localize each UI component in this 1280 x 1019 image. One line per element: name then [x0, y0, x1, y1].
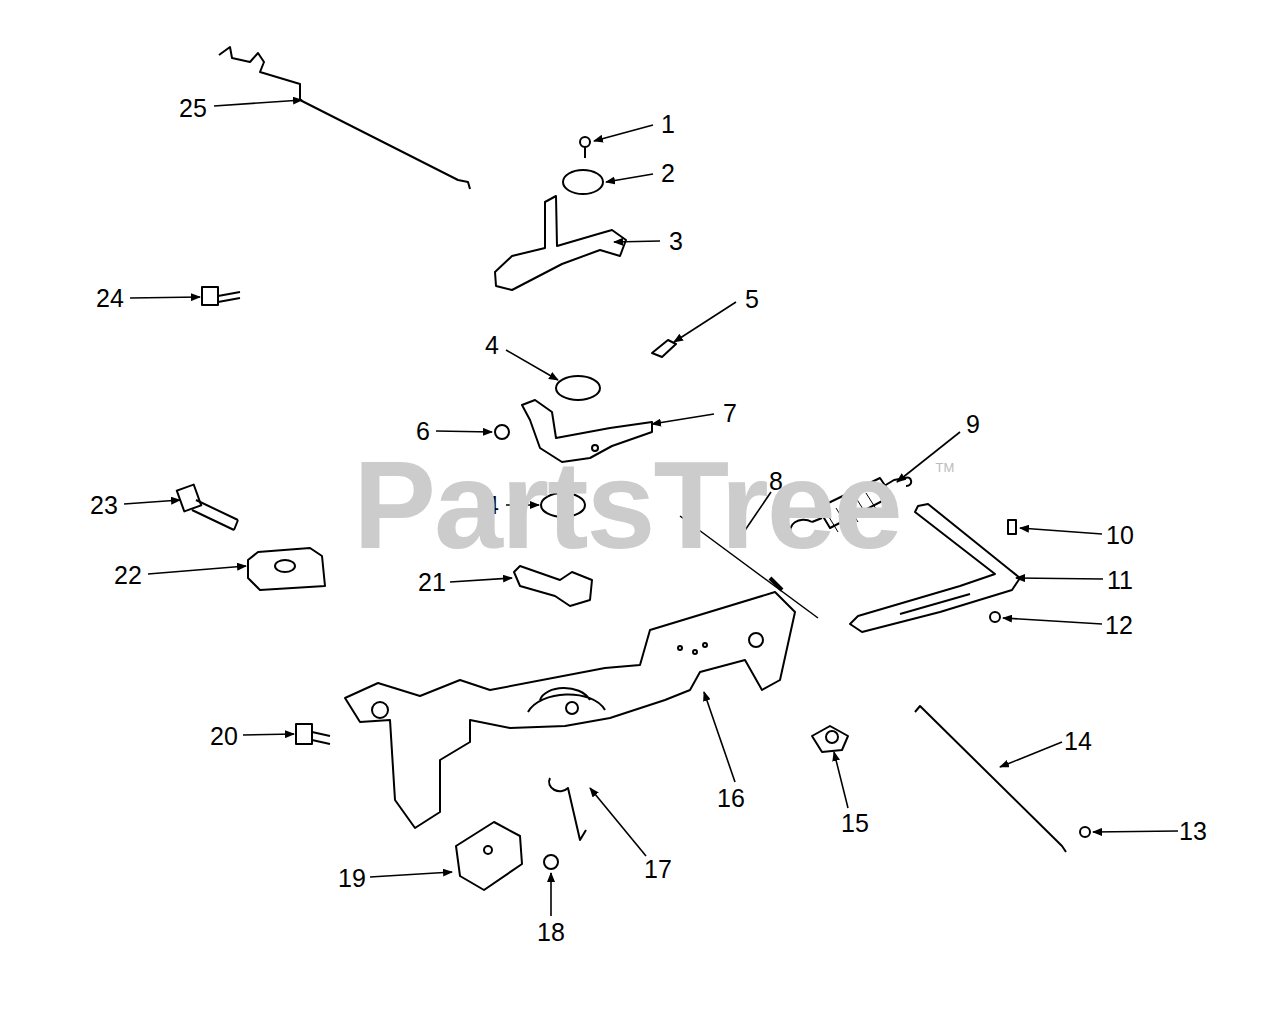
watermark: PartsTree	[353, 443, 900, 567]
callout-number: 14	[1064, 729, 1092, 754]
callout-number: 13	[1179, 819, 1207, 844]
callout-number: 5	[745, 287, 759, 312]
callout-number: 11	[1107, 568, 1133, 593]
callout-number: 20	[210, 724, 238, 749]
callout-number: 24	[96, 286, 124, 311]
callout-number: 16	[717, 786, 745, 811]
callout-number: 10	[1106, 523, 1134, 548]
parts	[177, 47, 1090, 890]
callout-number: 4	[485, 333, 499, 358]
callout-number: 12	[1105, 613, 1133, 638]
callout-number: 15	[841, 811, 869, 836]
callout-number: 17	[644, 857, 672, 882]
callout-number: 21	[418, 570, 446, 595]
leader-lines	[124, 100, 1178, 916]
callout-number: 19	[338, 866, 366, 891]
callout-number: 22	[114, 563, 142, 588]
callout-number: 6	[416, 419, 430, 444]
trademark-mark: TM	[936, 461, 955, 474]
callout-number: 1	[661, 112, 675, 137]
callout-number: 18	[537, 920, 565, 945]
callout-number: 7	[723, 401, 737, 426]
callout-number: 9	[966, 412, 980, 437]
callout-number: 23	[90, 493, 118, 518]
callout-number: 3	[669, 229, 683, 254]
callout-number: 25	[179, 96, 207, 121]
callout-number: 2	[661, 161, 675, 186]
